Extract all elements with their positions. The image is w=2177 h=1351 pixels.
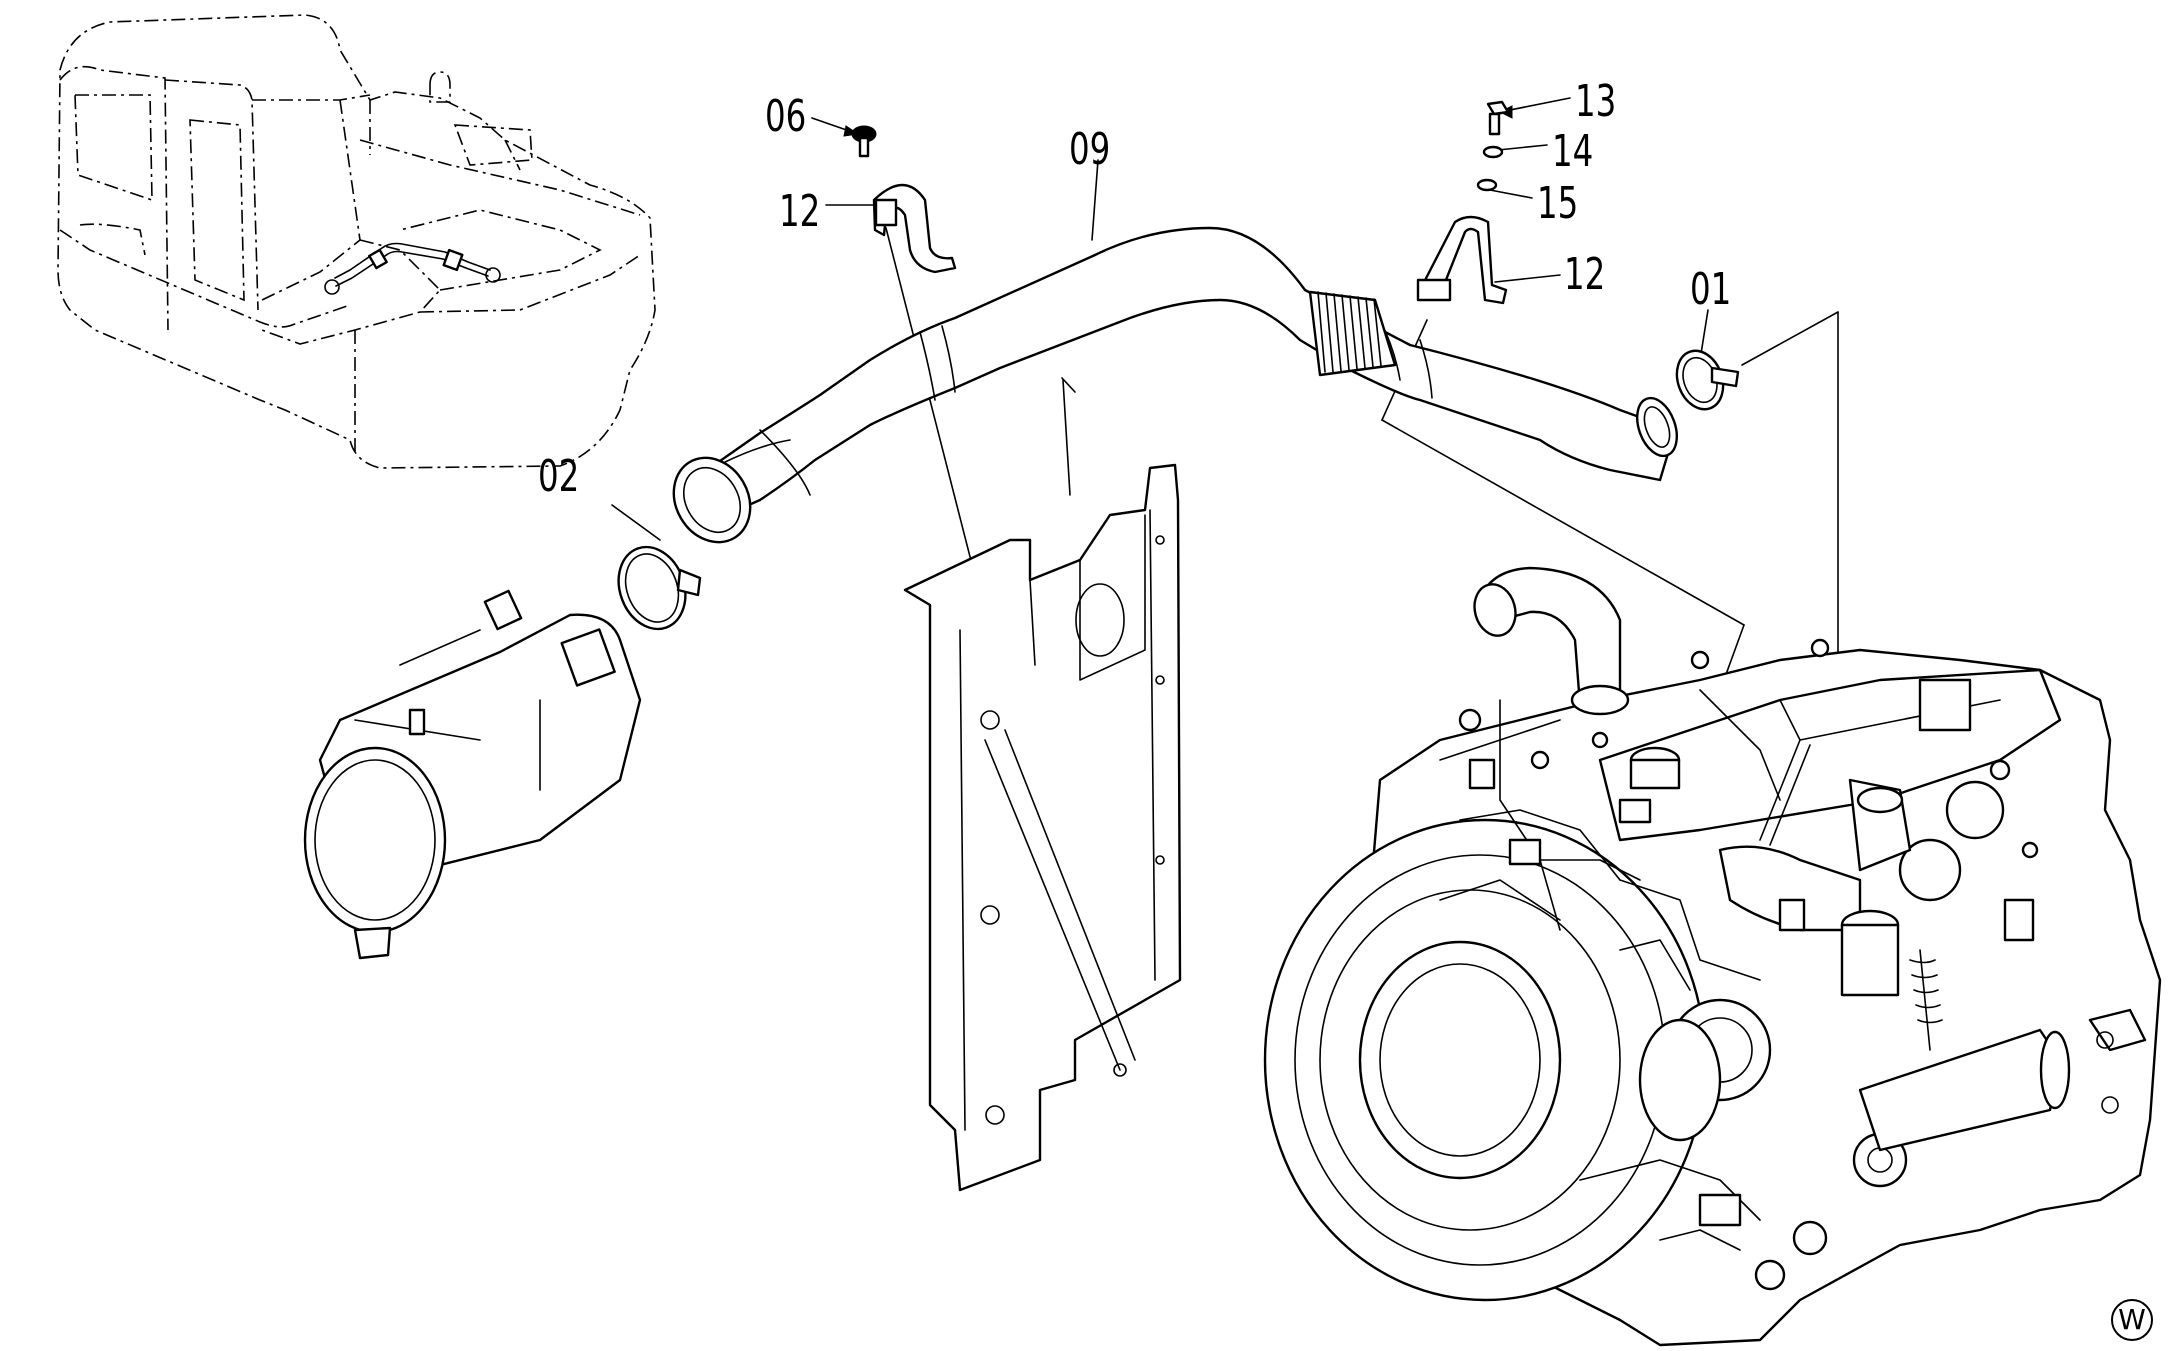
callout-13: 13 [1575, 76, 1617, 127]
bracket-12-right [1416, 215, 1508, 305]
engine-assembly [1263, 566, 2162, 1347]
intake-hose-09 [672, 226, 1678, 544]
callout-06: 06 [765, 91, 807, 142]
excavator-overview-illustration [57, 14, 656, 469]
air-cleaner [303, 589, 642, 960]
callout-15: 15 [1537, 178, 1579, 229]
corner-mark: W [2111, 1299, 2153, 1341]
bolt-13 [1486, 100, 1510, 136]
hose-clamp-02 [617, 545, 702, 631]
callout-14: 14 [1552, 126, 1594, 177]
washer-15 [1476, 178, 1498, 192]
callout-09: 09 [1069, 124, 1111, 175]
radiator-panel [903, 463, 1182, 1192]
callout-12-right: 12 [1564, 249, 1606, 300]
washer-14 [1482, 145, 1504, 159]
callout-12-left: 12 [779, 186, 821, 237]
callout-02: 02 [538, 451, 580, 502]
callout-01: 01 [1690, 264, 1732, 315]
bracket-12-left [872, 183, 957, 274]
bolt-06 [851, 125, 877, 158]
hose-clamp-01 [1675, 349, 1740, 411]
